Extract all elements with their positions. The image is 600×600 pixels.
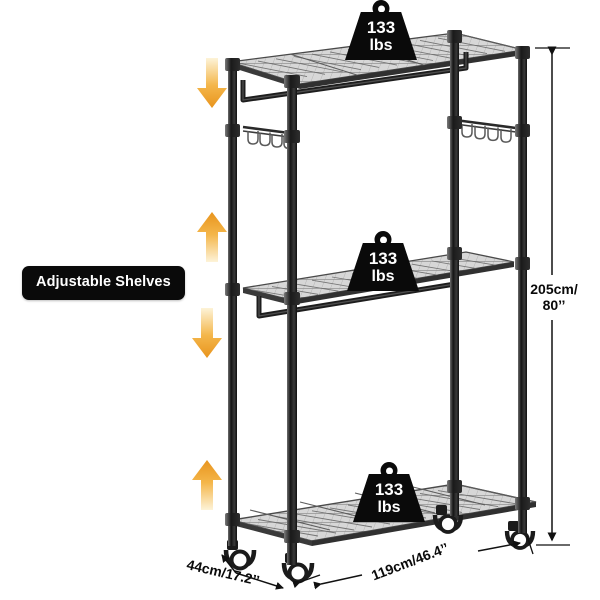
capacity-badge-middle-shelf: 133 lbs [347,231,419,291]
top-hanging-rod [240,52,469,103]
capacity-unit: lbs [377,498,401,516]
post-back-right [515,46,530,533]
adjust-arrow-2 [197,212,227,262]
capacity-value: 133 [374,479,404,499]
hook-bar-right [454,118,517,143]
post-front-left [225,58,240,546]
capacity-badge-bottom-shelf: 133 lbs [353,462,425,522]
capacity-unit: lbs [371,267,395,285]
dimension-height-line1: 205cm/ [530,281,578,297]
dimension-line-width [313,535,534,590]
adjustable-shelves-label: Adjustable Shelves [22,266,185,300]
dimension-line-height [535,46,570,546]
capacity-badge-top-shelf: 133 lbs [345,0,417,60]
adjust-arrow-3 [192,308,222,358]
post-back-left [447,30,462,516]
dimension-height-line2: 80’’ [542,297,566,314]
post-front-right [284,75,300,565]
capacity-value: 133 [366,17,396,37]
rack-posts [225,30,530,565]
dimension-label-height: 205cm/ 80’’ [525,281,583,313]
dimension-line-depth [221,554,321,590]
capacity-value: 133 [368,248,398,268]
capacity-unit: lbs [369,36,393,54]
adjust-arrow-1 [197,58,227,108]
adjust-arrow-4 [192,460,222,510]
caster-back-right [432,505,464,534]
hooks [461,124,512,143]
